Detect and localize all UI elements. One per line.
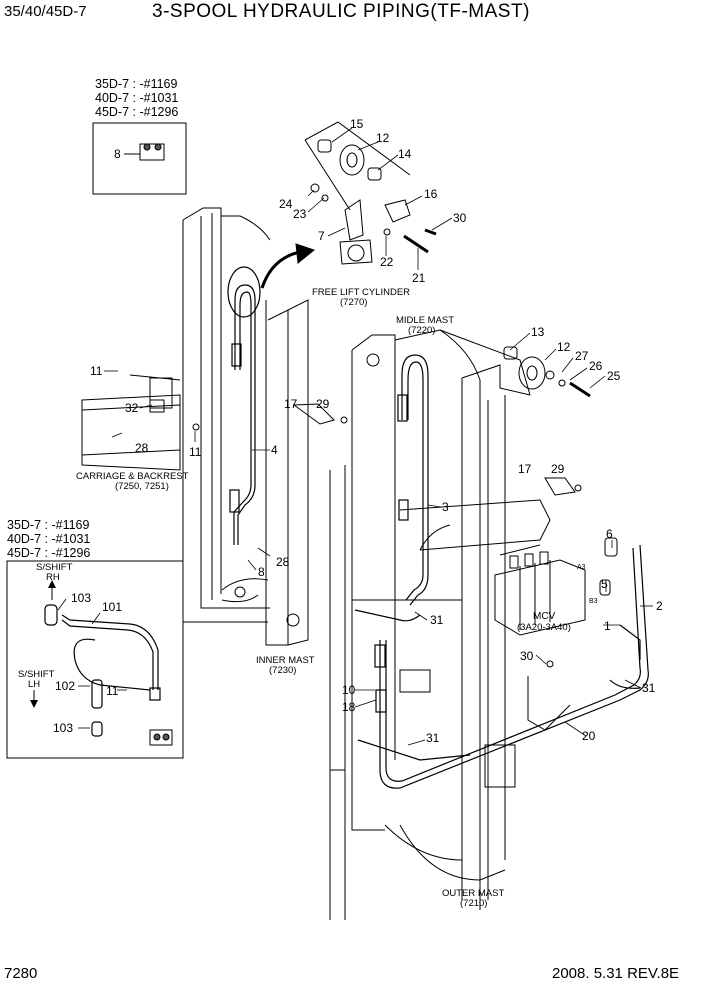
arrow-up-icon (48, 580, 56, 600)
label-mcv: MCV (533, 611, 556, 622)
page-title: 3-SPOOL HYDRAULIC PIPING(TF-MAST) (152, 1, 530, 22)
arrow-icon (260, 243, 316, 289)
label-sshift-rh-side: RH (46, 572, 60, 583)
label-sshift-rh: S/SHIFT (36, 562, 73, 573)
label-outer-mast: OUTER MAST (442, 888, 505, 899)
hose-assembly-3 (397, 354, 429, 606)
callout-number: 17 (284, 397, 298, 411)
carriage-backrest (81, 374, 200, 471)
bracket-part-32 (149, 399, 165, 413)
callout-number: 14 (398, 147, 412, 161)
page-number: 7280 (4, 965, 38, 982)
callout-number: 8 (114, 147, 121, 161)
callout-number: 25 (607, 369, 621, 383)
callout-number: 5 (601, 577, 608, 591)
callout-number: 1 (604, 619, 611, 633)
middle-mast (351, 329, 551, 910)
side-shift-hoses (44, 604, 161, 737)
label-inner-mast-code: (7230) (269, 665, 297, 676)
callout-number: 17 (518, 462, 532, 476)
main-control-valve (494, 537, 618, 668)
serial-line: 40D-7 : -#1031 (95, 91, 179, 105)
outer-mast (329, 395, 506, 920)
label-midle-mast-code: (7220) (408, 325, 436, 336)
label-midle-mast: MIDLE MAST (396, 315, 455, 326)
clamp-part-lh (149, 729, 173, 746)
callout-number: 12 (376, 131, 390, 145)
callout-number: 16 (424, 187, 438, 201)
callout-number: 18 (342, 700, 356, 714)
callout-number: 11 (189, 445, 202, 459)
callout-number: 24 (279, 197, 293, 211)
serial-line: 35D-7 : -#1169 (7, 518, 90, 532)
callout-number: 3 (442, 500, 449, 514)
callout-number: 30 (520, 649, 534, 663)
callout-number: 12 (557, 340, 571, 354)
callout-number: 21 (412, 271, 426, 285)
clamp-part-8 (124, 143, 165, 161)
serial-line: 35D-7 : -#1169 (95, 77, 178, 91)
serial-line: 40D-7 : -#1031 (7, 532, 91, 546)
model-designation: 35/40/45D-7 (4, 3, 87, 20)
callout-number: 27 (575, 349, 589, 363)
serial-inset-box-top (92, 122, 187, 195)
label-carriage-backrest: CARRIAGE & BACKREST (76, 471, 189, 482)
label-inner-mast: INNER MAST (256, 655, 315, 666)
callout-number: 15 (350, 117, 364, 131)
serial-inset-box-left (6, 560, 184, 759)
clamp-part-17 (292, 403, 582, 496)
callout-number: 29 (551, 462, 565, 476)
callout-number: 4 (271, 443, 278, 457)
port-label-a3: A3 (577, 564, 586, 571)
callout-number: 101 (102, 600, 123, 614)
serial-line: 45D-7 : -#1296 (95, 105, 179, 119)
callout-number: 20 (582, 729, 596, 743)
callout-number: 29 (316, 397, 330, 411)
bracket-part-20 (527, 676, 571, 731)
callout-number: 22 (380, 255, 394, 269)
pipe-lines (354, 544, 649, 789)
callout-number: 6 (606, 527, 613, 541)
label-outer-mast-code: (7210) (460, 898, 488, 909)
callout-number: 8 (258, 565, 265, 579)
callout-number: 103 (53, 721, 74, 735)
hose-assembly-4 (227, 266, 261, 545)
callout-number: 26 (589, 359, 603, 373)
middle-mast-pulley-parts (503, 346, 591, 398)
callout-number: 28 (276, 555, 290, 569)
callout-number: 10 (342, 683, 356, 697)
callout-number: 30 (453, 211, 467, 225)
callout-number: 31 (426, 731, 440, 745)
revision-date: 2008. 5.31 REV.8E (552, 965, 680, 982)
label-sshift-lh-side: LH (28, 679, 41, 690)
callout-number: 11 (106, 684, 119, 698)
callout-number: 32 (125, 401, 139, 415)
label-mcv-code: (3A20-3A40) (517, 622, 571, 633)
free-lift-cylinder-parts (304, 121, 437, 265)
callout-number: 2 (656, 599, 663, 613)
inner-mast (182, 207, 309, 646)
callout-number: 31 (430, 613, 444, 627)
callout-number: 23 (293, 207, 307, 221)
label-free-lift-cylinder: FREE LIFT CYLINDER (312, 287, 411, 298)
port-label-b3: B3 (589, 598, 598, 605)
label-free-lift-cylinder-code: (7270) (340, 297, 368, 308)
callout-number: 103 (71, 591, 92, 605)
callout-number: 13 (531, 325, 545, 339)
label-carriage-backrest-code: (7250, 7251) (115, 481, 169, 492)
label-sshift-lh: S/SHIFT (18, 669, 55, 680)
serial-line: 45D-7 : -#1296 (7, 546, 91, 560)
callout-number: 28 (135, 441, 149, 455)
callout-number: 102 (55, 679, 76, 693)
callout-number: 11 (90, 364, 103, 378)
callout-leaders (57, 127, 653, 746)
callout-number: 7 (318, 229, 325, 243)
arrow-down-icon (30, 690, 38, 708)
callout-number: 31 (642, 681, 656, 695)
